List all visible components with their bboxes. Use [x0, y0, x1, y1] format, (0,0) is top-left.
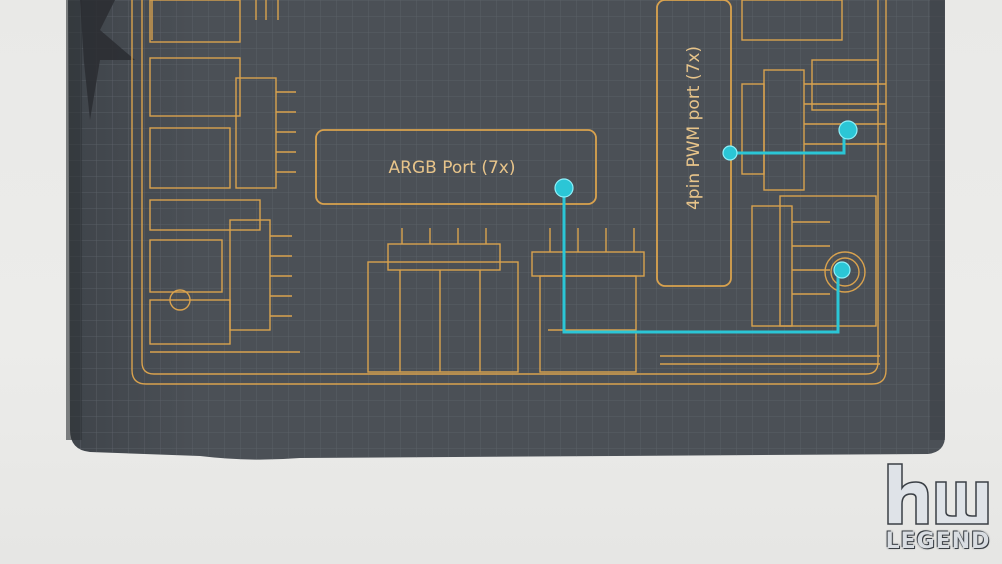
- fan-pin-marker: [833, 261, 851, 279]
- decorative-shape: [80, 0, 135, 120]
- pwm-pin-marker: [722, 145, 738, 161]
- header-pin-marker: [838, 120, 858, 140]
- argb-label-box: [315, 129, 597, 205]
- pwm-label: 4pin PWM port (7x): [684, 46, 704, 210]
- pwm-label-box: [656, 0, 732, 287]
- site-watermark: LEGEND: [884, 460, 992, 554]
- argb-pin-marker: [554, 178, 574, 198]
- box-surface: [66, 0, 945, 460]
- argb-label: ARGB Port (7x): [389, 158, 516, 178]
- watermark-text: LEGEND: [885, 529, 991, 554]
- board-diagram: [131, 0, 887, 385]
- watermark-logo-icon: [887, 463, 989, 525]
